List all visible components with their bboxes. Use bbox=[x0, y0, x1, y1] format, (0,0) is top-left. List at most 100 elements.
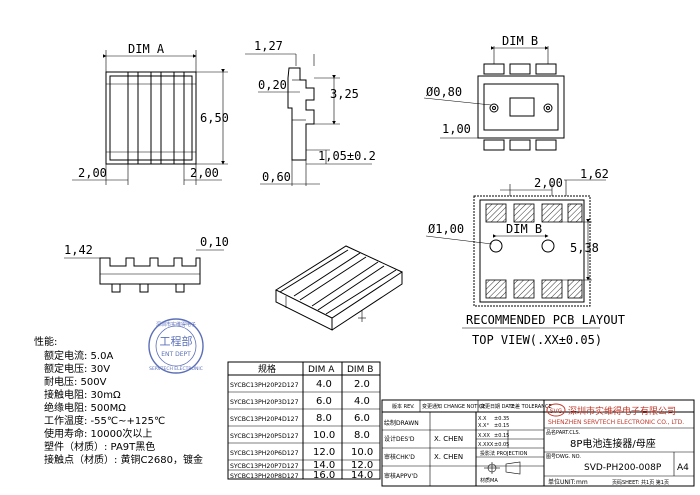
detail-left: 1,42 bbox=[64, 243, 93, 257]
pcb-top-view: TOP VIEW(.XX±0.05) bbox=[472, 333, 602, 347]
tb-tol-deg: X.X° bbox=[478, 423, 489, 429]
title-block: 版本 REV. 变更通知 CHANGE NOTICE 变更日期 DATE 公差 … bbox=[381, 399, 695, 487]
spec-list: 性能: 额定电流: 5.0A 额定电压: 30V 耐电压: 500V 接触电阻:… bbox=[34, 335, 203, 466]
table-cell: SYCBC13PH20P5D127 bbox=[230, 433, 299, 440]
table-cell: 4.0 bbox=[354, 396, 370, 407]
table-cell: 10.0 bbox=[351, 447, 373, 458]
tb-sheet: 页码SHEET: 共1页 第1页 bbox=[612, 479, 669, 486]
pcb-pitch: 2,00 bbox=[534, 176, 563, 190]
tb-drawn-name: X. CHEN bbox=[434, 435, 463, 443]
table-header-spec: 规格 bbox=[258, 363, 276, 375]
table-cell: 16.0 bbox=[313, 470, 335, 481]
table-cell: SYCBC13PH20P7D127 bbox=[230, 463, 299, 470]
detail-view: 1,42 0,10 bbox=[64, 235, 229, 293]
stamp-main: 工程部 bbox=[160, 334, 193, 348]
tb-size: A4 bbox=[677, 463, 689, 473]
table-cell: 14.0 bbox=[351, 470, 373, 481]
front-view: DIM A 6,50 2,00 2,00 bbox=[72, 42, 229, 185]
side-thickness: 0,20 bbox=[258, 78, 287, 92]
spec-item: 使用寿命: 10000次以上 bbox=[44, 427, 152, 440]
tb-change: 变更通知 CHANGE NOTICE bbox=[422, 403, 485, 410]
table-cell: SYCBC13PH20P8D127 bbox=[230, 473, 299, 480]
front-height: 6,50 bbox=[200, 111, 229, 125]
tb-tol-xx-val: ±0.15 bbox=[494, 433, 509, 439]
company-logo: SVG bbox=[550, 408, 563, 415]
top-pitch: 1,00 bbox=[442, 122, 471, 136]
tb-tol-deg-val: ±0.15 bbox=[494, 423, 509, 429]
table-cell: SYCBC13PH20P6D127 bbox=[230, 450, 299, 457]
top-hole: Ø0,80 bbox=[426, 85, 462, 99]
table-header-dim-a: DIM A bbox=[308, 365, 335, 375]
pcb-hole: Ø1,00 bbox=[428, 222, 464, 236]
tb-tol-xxx: X.XXX bbox=[478, 442, 494, 448]
side-height: 3,25 bbox=[330, 87, 359, 101]
table-row: SYCBC13PH20P2D127 4.0 2.0 bbox=[230, 379, 370, 390]
side-top: 1,27 bbox=[254, 39, 283, 53]
company-name-en: SHENZHEN SERVTECH ELECTRONIC CO., LTD. bbox=[548, 419, 684, 426]
top-dim-b: DIM B bbox=[502, 34, 538, 48]
side-view: 1,27 0,20 3,25 1,05±0.2 0,60 bbox=[245, 39, 376, 186]
tb-part-name: 8P电池连接器/母座 bbox=[570, 437, 656, 450]
table-cell: 8.0 bbox=[354, 430, 370, 441]
spec-heading: 性能: bbox=[34, 335, 57, 348]
tb-tol-x: X.X bbox=[478, 416, 487, 422]
spec-item: 额定电流: 5.0A bbox=[44, 349, 113, 362]
front-right-margin: 2,00 bbox=[190, 166, 219, 180]
stamp-ring-top: 深圳市实维得电子 bbox=[156, 321, 196, 328]
table-cell: 2.0 bbox=[354, 379, 370, 390]
table-cell: 4.0 bbox=[316, 379, 332, 390]
stamp-ring-bottom: SERVTECH ELECTRONIC bbox=[149, 366, 203, 372]
table-cell: 12.0 bbox=[313, 447, 335, 458]
table-cell: 6.0 bbox=[354, 413, 370, 424]
table-cell: 6.0 bbox=[316, 396, 332, 407]
table-row: SYCBC13PH20P7D127 14.0 12.0 bbox=[230, 460, 373, 471]
tb-tol-xxx-val: ±0.05 bbox=[494, 442, 509, 448]
front-left-margin: 2,00 bbox=[78, 166, 107, 180]
spec-item: 接触电阻: 30mΩ bbox=[44, 388, 121, 401]
pcb-title: RECOMMENDED PCB LAYOUT bbox=[466, 313, 625, 327]
tb-approve-label: 审核APPV'D bbox=[384, 472, 418, 480]
tb-part-no: SVD-PH200-008P bbox=[584, 463, 662, 473]
pcb-dim-b: DIM B bbox=[506, 222, 542, 236]
detail-right: 0,10 bbox=[200, 235, 229, 249]
table-cell: 8.0 bbox=[316, 413, 332, 424]
tb-tol-xx: X.XX bbox=[478, 433, 490, 439]
spec-item: 耐电压: 500V bbox=[44, 375, 107, 388]
pcb-layout: 2,00 1,62 DIM B Ø1,00 5,38 RECOMMENDED P… bbox=[425, 167, 625, 347]
spec-item: 额定电压: 30V bbox=[44, 362, 110, 375]
table-cell: 10.0 bbox=[313, 430, 335, 441]
tb-drawn-label: 绘制DRAWN bbox=[384, 419, 419, 427]
tb-unit-label: 单位UNIT: bbox=[548, 478, 576, 486]
front-dim-a: DIM A bbox=[128, 42, 165, 56]
tb-projection: 投影法 PROJECTION bbox=[480, 450, 528, 457]
tb-unit: mm bbox=[576, 479, 588, 486]
company-name-cn: 深圳市实维得电子有限公司 bbox=[568, 405, 676, 417]
table-cell: SYCBC13PH20P2D127 bbox=[230, 382, 299, 389]
stamp-sub: ENT DEPT bbox=[161, 351, 191, 358]
table-cell: SYCBC13PH20P3D127 bbox=[230, 399, 299, 406]
table-row: SYCBC13PH20P3D127 6.0 4.0 bbox=[230, 396, 370, 407]
table-cell: SYCBC13PH20P4D127 bbox=[230, 416, 299, 423]
tb-tolerance: 公差 TOLERANCE bbox=[510, 403, 552, 410]
table-row: SYCBC13PH20P5D127 10.0 8.0 bbox=[230, 430, 370, 441]
tb-part-label: 品名PART.CLS. bbox=[546, 429, 581, 436]
table-row: SYCBC13PH20P8D127 16.0 14.0 bbox=[230, 470, 373, 481]
spec-table: 规格 DIM A DIM B SYCBC13PH20P2D127 4.0 2.0… bbox=[227, 361, 381, 481]
spec-item: 塑件（材质）: PA9T黑色 bbox=[44, 440, 155, 453]
pcb-span: 5,38 bbox=[570, 241, 599, 255]
tb-date: 变更日期 DATE bbox=[480, 403, 515, 410]
engineering-stamp: 工程部 ENT DEPT 深圳市实维得电子 SERVTECH ELECTRONI… bbox=[148, 318, 204, 374]
isometric-view bbox=[274, 245, 404, 331]
table-row: SYCBC13PH20P4D127 8.0 6.0 bbox=[230, 413, 370, 424]
table-row: SYCBC13PH20P6D127 12.0 10.0 bbox=[230, 447, 373, 458]
tb-part-no-label: 图号DWG. NO. bbox=[546, 454, 581, 460]
tb-tol-x-val: ±0.35 bbox=[494, 416, 509, 422]
tb-rev: 版本 REV. bbox=[392, 403, 415, 410]
side-offset: 1,05±0.2 bbox=[318, 149, 376, 163]
tb-material: 材质MA bbox=[480, 477, 498, 484]
side-base: 0,60 bbox=[262, 170, 291, 184]
tb-design-label: 设计DES'D bbox=[384, 435, 415, 443]
spec-item: 绝缘电阻: 500MΩ bbox=[44, 401, 126, 414]
top-small-view: DIM B Ø0,80 1,00 bbox=[423, 34, 565, 151]
